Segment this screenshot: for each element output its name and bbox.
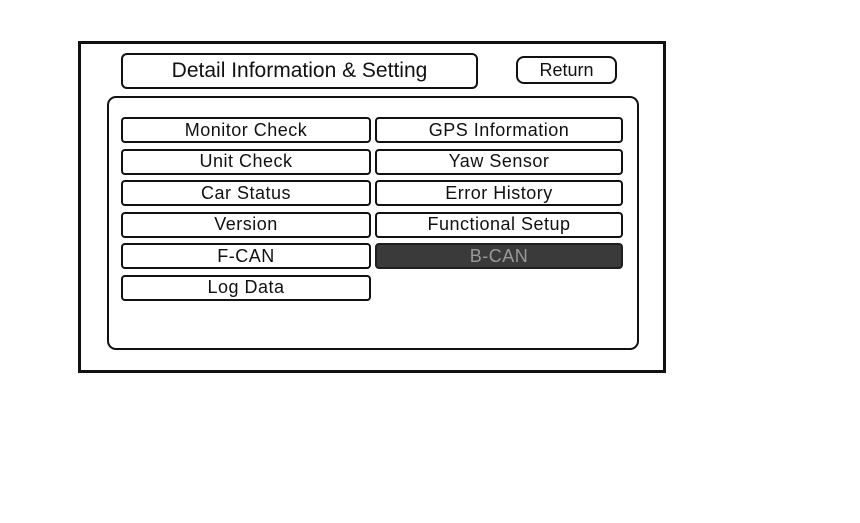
menu-button-yaw-sensor[interactable]: Yaw Sensor [375, 148, 623, 175]
menu-button-gps-information[interactable]: GPS Information [375, 117, 623, 143]
menu-button-error-history[interactable]: Error History [375, 180, 623, 206]
return-button[interactable]: Return [516, 56, 617, 84]
menu-button-functional-setup[interactable]: Functional Setup [375, 211, 623, 238]
menu-button-unit-check[interactable]: Unit Check [121, 148, 371, 175]
menu-button-b-can[interactable]: B-CAN [375, 243, 623, 269]
menu-button-log-data[interactable]: Log Data [121, 274, 371, 301]
menu-button-f-can[interactable]: F-CAN [121, 243, 371, 269]
menu-button-version[interactable]: Version [121, 211, 371, 238]
menu-button-monitor-check[interactable]: Monitor Check [121, 117, 371, 143]
menu-grid: Monitor Check GPS Information Unit Check… [121, 117, 623, 301]
page-title-label: Detail Information & Setting [171, 59, 428, 82]
menu-panel: Monitor Check GPS Information Unit Check… [107, 96, 639, 350]
menu-button-car-status[interactable]: Car Status [121, 180, 371, 206]
diagnostic-screen: Detail Information & Setting Return Moni… [78, 41, 666, 373]
page-title: Detail Information & Setting [121, 53, 478, 89]
